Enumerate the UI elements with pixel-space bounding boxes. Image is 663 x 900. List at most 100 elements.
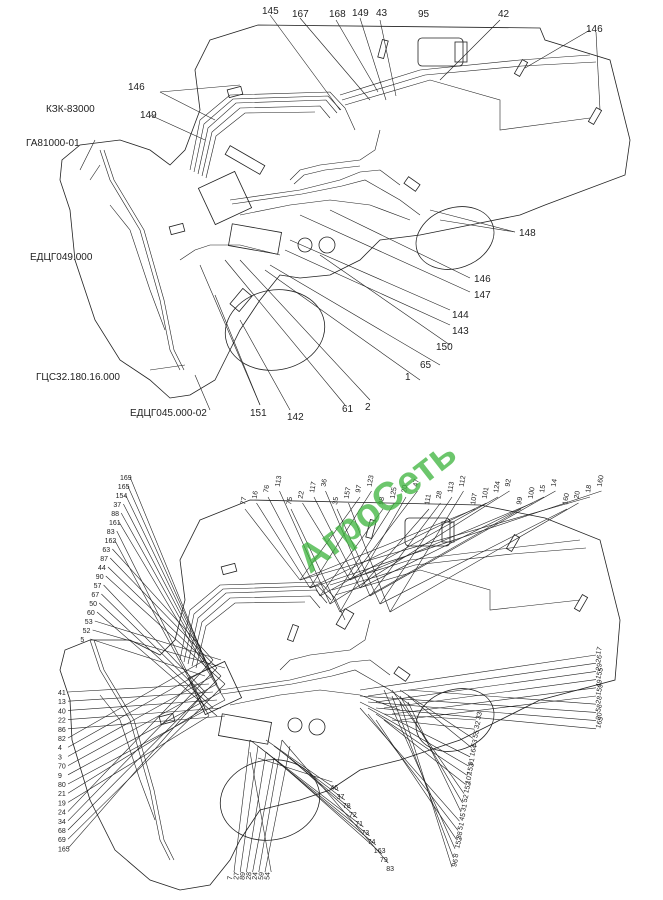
label-lower-right-21: 45 [459, 812, 468, 821]
label-lower-left-23: 86 [58, 727, 66, 734]
label-lower-top-0: 77 [240, 496, 248, 505]
leader-lower-left-25 [67, 667, 210, 748]
label-lower-right-0: 17 [595, 646, 604, 655]
label-lower-top-18: 113 [447, 481, 456, 493]
leader-lower-right-6 [407, 689, 597, 705]
label-lower-top-17: 28 [436, 490, 444, 499]
label-lower-bottom-5: 59 [258, 872, 266, 880]
label-lower-left-18: 5 [80, 637, 84, 644]
label-lower-right-1: 26 [595, 654, 604, 663]
label-lower-left-35: 69 [58, 837, 66, 844]
label-2: 2 [365, 402, 371, 413]
label-lower-bottom-2: 89 [239, 872, 247, 880]
leader-lower-right-17 [383, 719, 466, 785]
leader-lower-left-33 [67, 667, 218, 822]
leader-lower-right-21 [359, 707, 460, 822]
leader-lower-bottom-8 [265, 739, 339, 792]
leader-lower-right-18 [391, 689, 465, 794]
label-lower-left-30: 21 [58, 791, 66, 798]
label-lower-left-20: 13 [58, 699, 66, 706]
label-lower-top-4: 75 [286, 496, 294, 505]
label-lower-bottom-14: 163 [374, 848, 386, 855]
leader-lower-left-16 [94, 620, 222, 661]
leader-lower-top-21 [309, 502, 487, 589]
label-42: 42 [498, 9, 510, 20]
label-lower-left-17: 52 [83, 628, 91, 635]
leader-lower-top-1 [256, 502, 311, 589]
label-lower-top-5: 22 [298, 490, 306, 499]
leader-lower-left-1 [127, 485, 210, 669]
label-lower-top-29: 20 [574, 490, 582, 499]
label-lower-left-19: 41 [58, 690, 66, 697]
label-lower-bottom-15: 79 [380, 857, 388, 864]
label-lower-left-21: 40 [58, 708, 66, 715]
leader-lower-right-16 [375, 713, 468, 776]
label-lower-right-14: 164 [469, 744, 479, 757]
label-lower-top-22: 124 [493, 481, 502, 494]
label-lower-right-11: 32 [474, 720, 483, 729]
label-lower-top-1: 16 [252, 490, 260, 499]
leader-lower-right-4 [391, 687, 597, 715]
label-lower-left-27: 70 [58, 764, 66, 771]
label-lower-top-3: 113 [275, 475, 284, 487]
label-lower-top-13: 125 [390, 487, 399, 500]
label-lower-left-12: 57 [94, 583, 102, 590]
label-edcg049: ЕДЦГ049.000 [30, 252, 93, 263]
leader-lower-top-20 [299, 508, 476, 581]
label-lower-left-11: 90 [96, 574, 104, 581]
label-gcs32: ГЦС32.180.16.000 [36, 372, 120, 383]
leader-lower-right-5 [399, 695, 597, 721]
label-lower-top-21: 101 [482, 487, 491, 500]
label-lower-left-3: 37 [113, 502, 121, 509]
label-lower-top-27: 14 [551, 478, 559, 487]
lower-scheme [59, 476, 621, 891]
label-lower-right-10: 33 [475, 711, 484, 720]
label-lower-top-9: 157 [344, 487, 353, 500]
label-lower-left-2: 154 [116, 493, 128, 500]
label-lower-right-15: 91 [468, 757, 477, 766]
label-144: 144 [452, 310, 469, 321]
label-lower-right-23: 38 [456, 831, 465, 840]
upper-labels: 145 167 168 149 43 95 42 146 146 КЗК-830… [26, 6, 603, 423]
leader-lower-top-23 [329, 490, 510, 605]
label-lower-left-8: 63 [102, 547, 110, 554]
leader-lower-left-36 [67, 691, 206, 849]
leader-lower-left-24 [67, 659, 206, 739]
leader-lower-right-22 [367, 713, 459, 831]
leader-lower-top-16 [359, 508, 430, 589]
leader-lower-left-34 [67, 675, 222, 831]
label-lower-left-16: 53 [85, 619, 93, 626]
label-145: 145 [262, 6, 279, 17]
leader-lower-left-18 [90, 638, 206, 677]
leader-lower-top-9 [348, 502, 391, 613]
leader-lower-top-25 [349, 502, 533, 581]
leader-lower-top-17 [369, 502, 441, 597]
label-lower-left-9: 87 [100, 556, 108, 563]
label-lower-bottom-9: 78 [343, 803, 351, 810]
label-lower-top-8: 35 [332, 496, 340, 505]
leader-lower-top-0 [244, 508, 301, 581]
label-lower-left-31: 19 [58, 800, 66, 807]
leader-lower-right-11 [391, 719, 475, 730]
leader-lower-right-1 [367, 662, 597, 697]
label-lower-top-11: 123 [367, 475, 376, 488]
label-lower-left-10: 44 [98, 565, 106, 572]
label-lower-left-13: 67 [91, 592, 99, 599]
label-lower-bottom-7: 46 [330, 785, 338, 792]
leader-lower-left-17 [92, 629, 226, 669]
label-143: 143 [452, 326, 469, 337]
label-146-right: 146 [474, 274, 491, 285]
label-lower-top-28: 160 [562, 493, 571, 506]
label-147: 147 [474, 290, 491, 301]
leader-lower-top-3 [279, 490, 331, 605]
label-65: 65 [420, 360, 432, 371]
leader-lower-top-26 [359, 496, 545, 589]
leader-lower-top-18 [379, 496, 453, 605]
label-lower-left-24: 82 [58, 736, 66, 743]
label-lower-top-7: 36 [321, 478, 329, 487]
leader-lower-left-7 [114, 539, 210, 717]
leader-lower-right-10 [383, 713, 477, 721]
leader-lower-right-26 [399, 701, 453, 868]
label-lower-left-1: 165 [118, 484, 130, 491]
